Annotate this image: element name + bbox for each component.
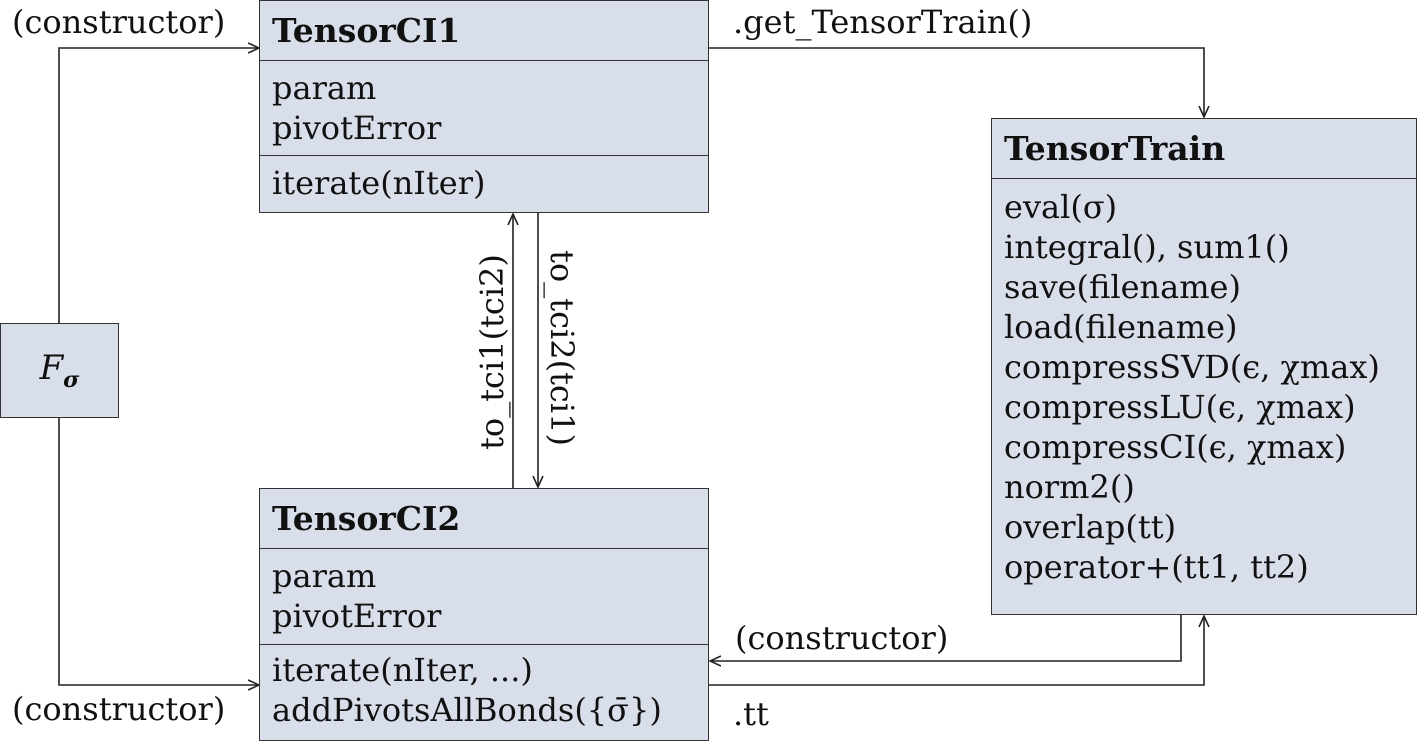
arrow-f-to-tensorci1 xyxy=(58,48,258,323)
edge-label-get-tensortrain: .get_TensorTrain() xyxy=(733,3,1033,41)
method: iterate(nIter, ...) xyxy=(272,651,533,689)
class-tensorci2-attributes: param pivotError xyxy=(260,548,708,644)
arrow-tensorci2-to-tensortrain xyxy=(709,617,1204,686)
method: eval(σ) xyxy=(1004,188,1118,226)
attribute: param xyxy=(272,557,377,595)
attribute: param xyxy=(272,69,377,107)
method: addPivotsAllBonds({σ̄}) xyxy=(272,691,662,729)
class-tensorci1-title: TensorCI1 xyxy=(272,11,461,50)
attribute: pivotError xyxy=(272,109,442,147)
function-symbol: Fσ xyxy=(39,348,80,393)
edge-label-constructor-bottom: (constructor) xyxy=(12,690,226,728)
attribute: pivotError xyxy=(272,597,442,635)
arrow-f-to-tensorci2 xyxy=(58,417,258,685)
method: compressLU(ϵ, χmax) xyxy=(1004,388,1356,426)
edge-label-constructor-top: (constructor) xyxy=(12,3,226,41)
method: compressSVD(ϵ, χmax) xyxy=(1004,348,1380,386)
method: save(filename) xyxy=(1004,268,1241,306)
method: iterate(nIter) xyxy=(272,164,486,202)
class-tensortrain-title: TensorTrain xyxy=(1004,129,1226,168)
class-tensortrain-methods: eval(σ) integral(), sum1() save(filename… xyxy=(992,178,1416,587)
edge-label-to-tci1: to_tci1(tci2) xyxy=(473,254,511,450)
edge-label-constructor-tt: (constructor) xyxy=(735,619,949,657)
method: norm2() xyxy=(1004,468,1135,506)
edge-label-tt: .tt xyxy=(733,695,769,733)
class-tensorci2-methods: iterate(nIter, ...) addPivotsAllBonds({σ… xyxy=(260,644,708,740)
class-tensorci1[interactable]: TensorCI1 param pivotError iterate(nIter… xyxy=(259,0,709,213)
class-tensortrain[interactable]: TensorTrain eval(σ) integral(), sum1() s… xyxy=(991,118,1417,615)
function-box[interactable]: Fσ xyxy=(0,323,119,418)
method: load(filename) xyxy=(1004,308,1238,346)
method: overlap(tt) xyxy=(1004,508,1177,546)
edge-label-to-tci2: to_tci2(tci1) xyxy=(543,250,581,446)
method: compressCI(ϵ, χmax) xyxy=(1004,428,1347,466)
method: operator+(tt1, tt2) xyxy=(1004,548,1309,586)
class-tensorci2-title: TensorCI2 xyxy=(272,499,461,538)
class-tensorci1-methods: iterate(nIter) xyxy=(260,155,708,214)
method: integral(), sum1() xyxy=(1004,228,1290,266)
class-tensorci1-attributes: param pivotError xyxy=(260,60,708,155)
arrow-tensorci1-to-tensortrain xyxy=(709,47,1204,116)
arrow-tensortrain-to-tensorci2 xyxy=(711,615,1182,661)
class-tensorci2[interactable]: TensorCI2 param pivotError iterate(nIter… xyxy=(259,488,709,741)
